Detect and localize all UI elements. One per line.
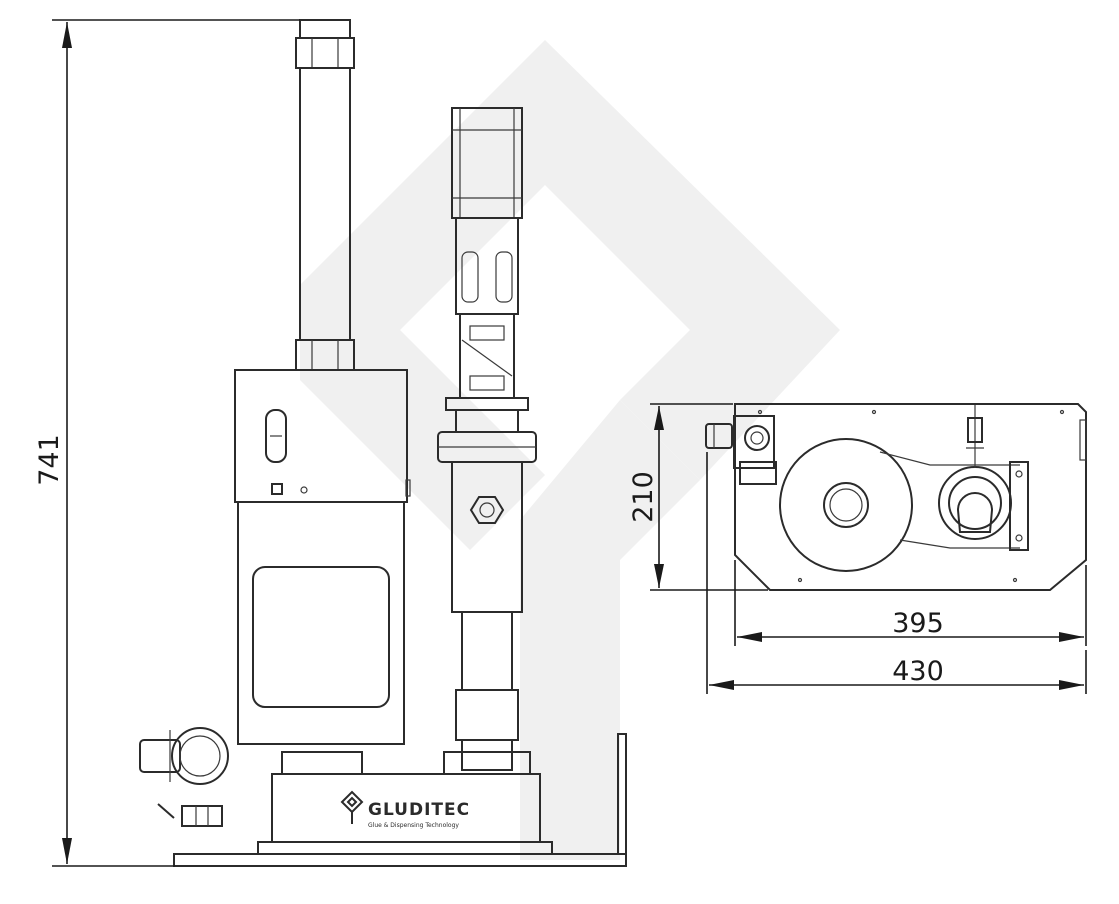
gluditec-logo: GLUDITEC Glue & Dispensing Technology (340, 790, 470, 829)
logo-name: GLUDITEC (368, 800, 470, 820)
watermark-logo (300, 40, 840, 860)
plate-inner-width-label: 395 (892, 608, 944, 639)
plate-height-label: 210 (628, 471, 659, 523)
plate-height-dimension: 210 (628, 403, 768, 591)
height-dimension: 741 (34, 19, 300, 867)
logo-tagline: Glue & Dispensing Technology (368, 822, 459, 829)
height-label: 741 (34, 434, 65, 486)
plate-outer-width-dimension: 430 (706, 452, 1087, 694)
top-view (705, 403, 1087, 591)
plate-outer-width-label: 430 (892, 656, 944, 687)
front-view (139, 19, 627, 867)
plate-inner-width-dimension: 395 (734, 560, 1087, 646)
